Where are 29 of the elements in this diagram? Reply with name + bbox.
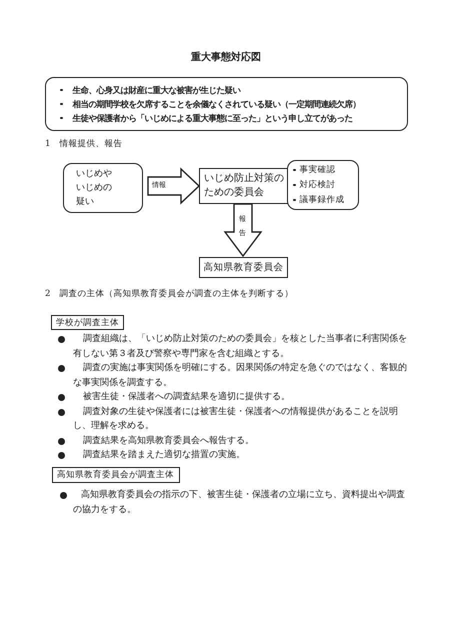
section-heading: 1 情報提供、報告 <box>45 138 122 150</box>
task-box <box>287 160 359 210</box>
condition-box <box>45 77 408 131</box>
node-label: いじめ防止対策のための委員会 <box>203 172 285 200</box>
node-label: いじめやいじめの疑い <box>75 168 113 209</box>
paragraph: 調査組織は、「いじめ防止対策のための委員会」を核とした当事者に利害関係を有しない第３者及び警察や専門家を含む組織とする。 <box>73 332 408 360</box>
block-arrow <box>147 167 200 205</box>
section-heading-box <box>52 467 180 483</box>
node-label: 学校が調査主体 <box>55 316 120 330</box>
paragraph: 調査対象の生徒や保護者には被害生徒・保護者への情報提供があることを説明し、理解を求める。 <box>73 406 399 433</box>
paragraph: 高知県教育委員会の指示の下、被害生徒・保護者の立場に立ち、資料提出や調査の協力をする。 <box>73 488 406 516</box>
section-heading-box <box>51 315 124 330</box>
paragraph: 調査結果を高知県教育委員会へ報告する。 <box>82 434 255 448</box>
board-box <box>199 257 288 278</box>
node-label: 高知県教育委員会が調査主体 <box>56 468 175 482</box>
list-item: 生命、心身又は財産に重大な被害が生じた疑い <box>72 84 240 97</box>
process-box <box>63 163 143 213</box>
paragraph: 被害生徒・保護者への調査結果を適切に提供する。 <box>82 390 291 404</box>
paragraph: 調査の実施は事実関係を明確にする。因果関係の特定を急ぐのではなく、客観的な事実関係を調査する。 <box>73 362 408 390</box>
list-item: 相当の期間学校を欠席することを余儀なくされている疑い（一定期間連続欠席） <box>72 98 360 111</box>
list-item: 生徒や保護者から「いじめによる重大事態に至った」という申し立てがあった <box>72 112 352 125</box>
list-item: 事実確認 <box>300 164 336 176</box>
block-arrow <box>224 203 262 258</box>
section-heading: 2 調査の主体（高知県教育委員会が調査の主体を判断する） <box>45 288 294 300</box>
list-item: 議事録作成 <box>300 194 344 206</box>
node-label: 高知県教育委員会 <box>202 260 284 274</box>
list-item: 対応検討 <box>300 178 336 192</box>
title: 重大事態対応図 <box>190 50 262 64</box>
paragraph: 調査結果を踏まえた適切な措置の実施。 <box>82 448 246 462</box>
